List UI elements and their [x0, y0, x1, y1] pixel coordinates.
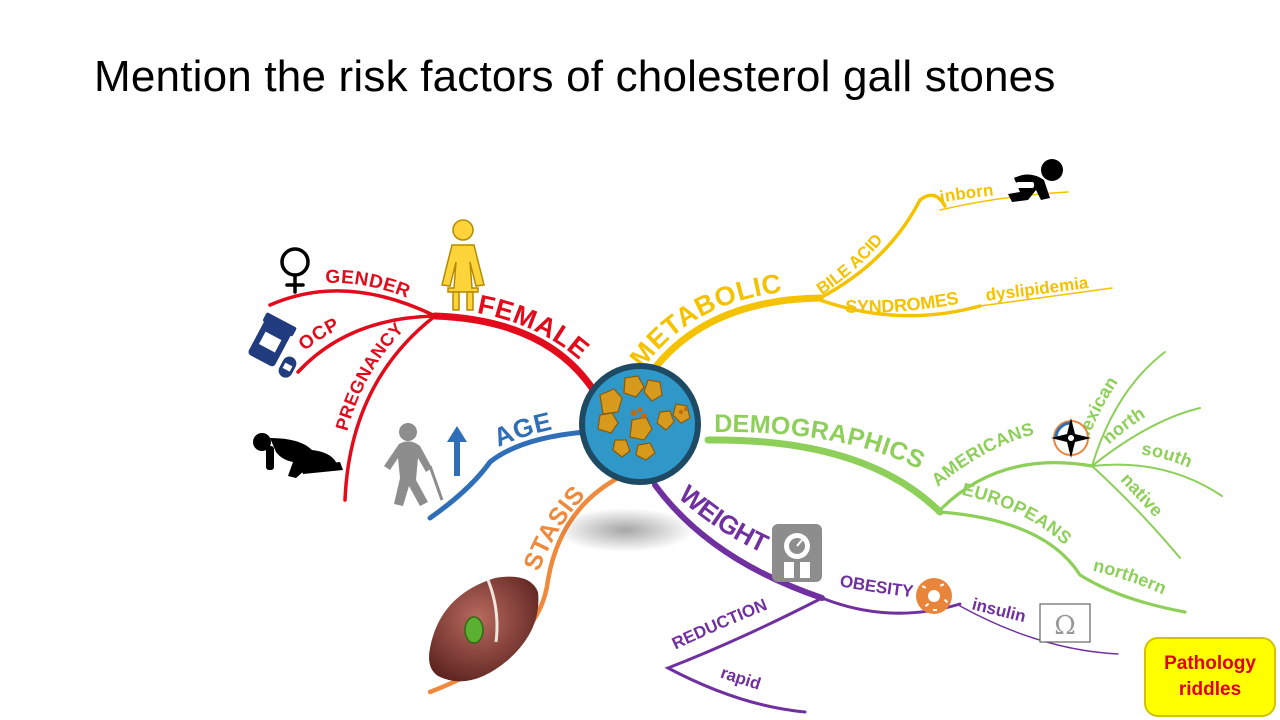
page-title: Mention the risk factors of cholesterol … [94, 52, 1056, 101]
sub-label-reduction: REDUCTION [669, 595, 770, 653]
elderly-person-icon [384, 423, 444, 506]
leaf-label-rapid: rapid [718, 663, 763, 694]
ohm-icon: Ω [1039, 603, 1091, 643]
weighing-scale-icon [772, 524, 822, 582]
leaf-lines-americans [1091, 351, 1223, 559]
leaf-label-inborn: inborn [938, 180, 994, 206]
leaf-label-native: native [1117, 469, 1167, 521]
branch-label-metabolic: METABOLIC [624, 268, 783, 373]
sub-label-europeans: EUROPEANS [960, 479, 1075, 548]
pathology-riddles-badge: Pathology riddles [1144, 637, 1276, 717]
leaf-label-insulin: insulin [970, 595, 1028, 627]
venus-icon [280, 247, 310, 294]
compass-icon [1051, 418, 1091, 458]
leaf-lines-metabolic [939, 191, 1113, 307]
branch-age [427, 429, 588, 521]
arrow-up-icon [447, 426, 467, 476]
leaf-label-dyslipidemia: dyslipidemia [985, 273, 1090, 305]
woman-icon [441, 219, 485, 311]
sub-label-gender: GENDER [325, 267, 413, 303]
center-shadow [555, 508, 695, 552]
sub-label-obesity: OBESITY [838, 571, 915, 601]
badge-line-2: riddles [1178, 679, 1242, 700]
liver-icon [429, 576, 539, 682]
branch-female [268, 289, 596, 502]
sub-label-bile-acid: BILE ACID [813, 230, 886, 298]
badge-line-1: Pathology [1164, 653, 1256, 675]
leaf-label-northern: northern [1091, 555, 1169, 598]
crawling-baby-icon [1008, 159, 1063, 202]
ohm-glyph: Ω [1054, 611, 1076, 641]
branch-metabolic [642, 193, 982, 384]
pregnant-woman-icon [253, 433, 343, 478]
sub-label-ocp: OCP [295, 314, 343, 355]
donut-icon [916, 578, 952, 614]
gallstones-icon [579, 363, 701, 485]
branch-demographics [704, 436, 1187, 614]
pill-bottle-icon [248, 312, 297, 378]
